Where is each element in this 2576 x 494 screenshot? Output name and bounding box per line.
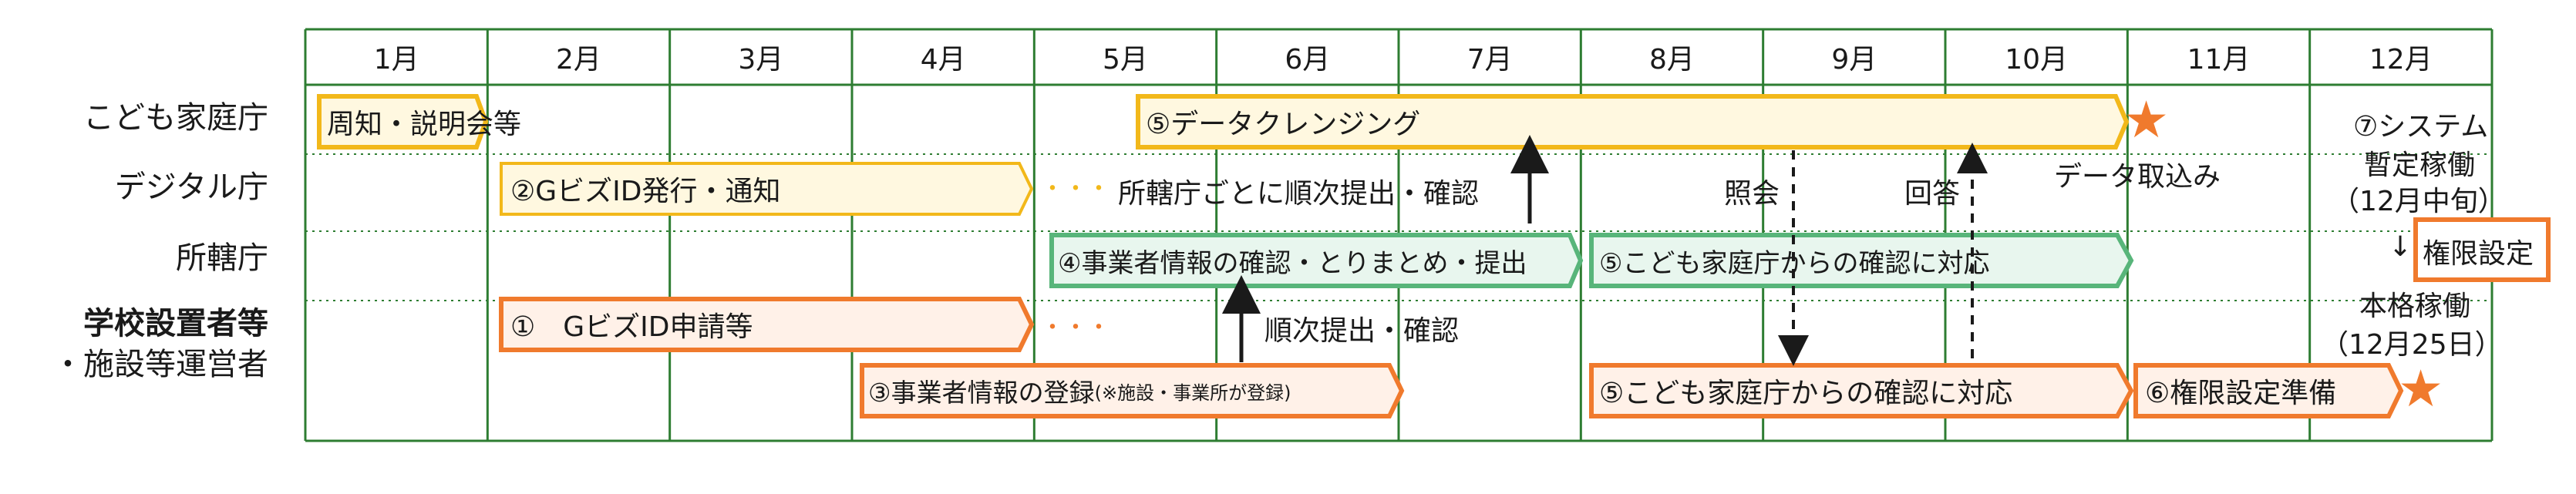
- bar-confirm-shape: [1049, 233, 1584, 288]
- bar-register-shape: [860, 363, 1405, 418]
- bar-gbiz-issue-shape: [500, 162, 1034, 216]
- row-labels: こども家庭庁 デジタル庁 所轄庁 学校設置者等 ・施設等運営者: [0, 0, 278, 494]
- label-perm-set: 権限設定: [2423, 238, 2534, 270]
- label-submit-operator: 順次提出・確認: [1264, 315, 1460, 347]
- bar-cfa-reply-operator-shape: [1589, 363, 2134, 418]
- bar-register-note: (※施設・事業所が登録): [1094, 381, 1291, 404]
- bar-register-label: ③事業者情報の登録(※施設・事業所が登録): [868, 367, 1291, 415]
- month-header-cell: 12月: [2369, 44, 2433, 76]
- label-system-line3: （12月中旬）: [2332, 186, 2506, 217]
- row-label-agency: 所轄庁: [176, 240, 268, 276]
- month-header-cell: 7月: [1466, 44, 1513, 76]
- bar-register-main: ③事業者情報の登録: [868, 378, 1095, 408]
- label-inquiry: 照会: [1724, 178, 1780, 210]
- month-header-cell: 2月: [556, 44, 601, 76]
- label-full-operation-line2: （12月25日）: [2321, 329, 2503, 361]
- bar-perm-prep-label: ⑥権限設定準備: [2145, 378, 2337, 409]
- label-reply: 回答: [1904, 178, 1961, 210]
- star-icon-full-operation: ★: [2398, 359, 2444, 418]
- row-label-operator-line2: ・施設等運営者: [52, 347, 268, 382]
- bar-gbiz-apply-label: ① GビズID申請等: [510, 311, 753, 343]
- dots-after-gbiz-apply: ・・・: [1041, 314, 1110, 341]
- bar-cfa-reply-agency-shape: [1589, 233, 2134, 288]
- label-full-operation-line1: 本格稼働: [2359, 291, 2471, 322]
- label-data-import: データ取込み: [2054, 161, 2221, 193]
- bar-cleansing-label: ⑤データクレンジング: [1146, 109, 1421, 140]
- bar-confirm-label: ④事業者情報の確認・とりまとめ・提出: [1058, 247, 1527, 279]
- bar-cleansing-shape: [1136, 94, 2130, 150]
- month-header-cell: 3月: [738, 44, 784, 76]
- row-label-operator-line1: 学校設置者等: [83, 306, 268, 341]
- bar-gbiz-apply-shape: [499, 297, 1035, 352]
- label-system-line2: 暫定稼働: [2364, 150, 2476, 181]
- bar-perm-prep-shape: [2133, 363, 2404, 418]
- month-header-cell: 6月: [1285, 44, 1331, 76]
- dots-after-gbiz-issue: ・・・: [1041, 176, 1110, 203]
- star-icon-data-import: ★: [2123, 90, 2170, 150]
- perm-set-box: [2413, 217, 2551, 282]
- month-header-cell: 10月: [2005, 44, 2069, 76]
- label-perm-arrow: ↓: [2389, 231, 2413, 263]
- month-header-cell: 8月: [1649, 44, 1695, 76]
- bar-notice-shape: [317, 94, 489, 150]
- label-submit-agency: 所轄庁ごとに順次提出・確認: [1118, 178, 1480, 210]
- bar-notice-label: 周知・説明会等: [327, 109, 522, 140]
- month-header-cell: 4月: [920, 44, 966, 76]
- bar-gbiz-issue-label: ②GビズID発行・通知: [510, 176, 781, 207]
- row-label-digital: デジタル庁: [114, 170, 268, 205]
- bar-cfa-reply-operator-label: ⑤こども家庭庁からの確認に対応: [1599, 378, 2013, 409]
- bar-cfa-reply-agency-label: ⑤こども家庭庁からの確認に対応: [1599, 247, 1990, 279]
- month-header-cell: 11月: [2187, 44, 2251, 76]
- month-header-cell: 5月: [1103, 44, 1148, 76]
- label-system-line1: ⑦システム: [2353, 111, 2489, 143]
- month-header-cell: 9月: [1831, 44, 1877, 76]
- row-label-cfa: こども家庭庁: [83, 100, 268, 136]
- month-header-cell: 1月: [373, 44, 419, 76]
